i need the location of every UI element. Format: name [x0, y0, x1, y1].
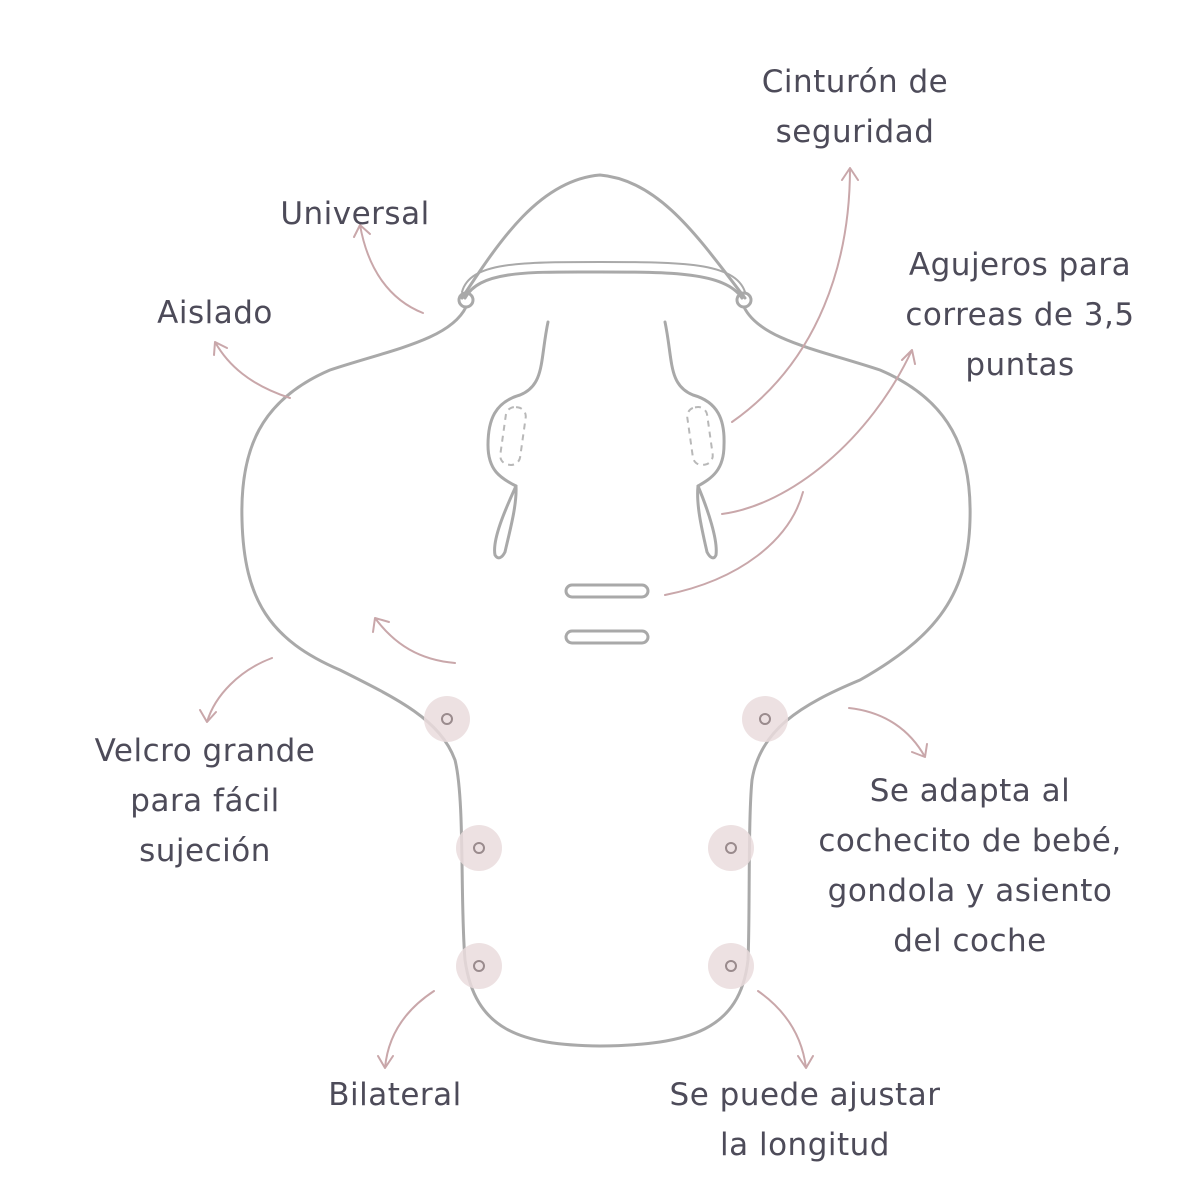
velcro-dot-icon — [708, 943, 754, 989]
arrow-icon — [731, 167, 859, 423]
label-aislado: Aislado — [130, 288, 300, 338]
arrow-icon — [721, 349, 916, 515]
label-line: Aislado — [157, 295, 273, 331]
velcro-dot-icon — [456, 825, 502, 871]
label-line: sujeción — [139, 833, 271, 869]
label-line: Universal — [280, 196, 430, 232]
arrow-icon — [664, 491, 804, 596]
label-velcro-grande: Velcro grande para fácil sujeción — [60, 726, 350, 876]
velcro-dot-icon — [708, 825, 754, 871]
label-universal: Universal — [255, 189, 455, 239]
label-agujeros-para-correas: Agujeros para correas de 3,5 puntas — [880, 240, 1160, 390]
label-line: correas de 3,5 — [905, 297, 1135, 333]
label-line: del coche — [893, 923, 1047, 959]
label-bilateral: Bilateral — [305, 1070, 485, 1120]
arrow-icon — [199, 657, 273, 723]
label-line: puntas — [965, 347, 1075, 383]
callout-arrows — [199, 167, 928, 1069]
arrow-icon — [213, 341, 291, 399]
label-line: Agujeros para — [908, 247, 1132, 283]
velcro-dot-icon — [424, 696, 470, 742]
label-line: para fácil — [130, 783, 280, 819]
label-line: Cinturón de — [761, 64, 949, 100]
label-line: Se puede ajustar — [669, 1077, 941, 1113]
arrow-icon — [353, 224, 424, 314]
shoulder-pads — [499, 406, 714, 466]
label-line: cochecito de bebé, — [818, 823, 1122, 859]
label-line: Velcro grande — [94, 733, 316, 769]
label-line: la longitud — [720, 1127, 890, 1163]
arrow-icon — [848, 707, 928, 758]
velcro-dot-icon — [742, 696, 788, 742]
arrow-icon — [372, 617, 456, 664]
label-line: gondola y asiento — [827, 873, 1113, 909]
label-line: seguridad — [775, 114, 935, 150]
label-se-adapta: Se adapta al cochecito de bebé, gondola … — [790, 766, 1150, 966]
label-cinturon-de-seguridad: Cinturón de seguridad — [735, 57, 975, 157]
label-line: Bilateral — [328, 1077, 462, 1113]
label-line: Se adapta al — [869, 773, 1071, 809]
velcro-dot-icon — [456, 943, 502, 989]
velcro-dots — [424, 696, 788, 989]
label-se-puede-ajustar: Se puede ajustar la longitud — [640, 1070, 970, 1170]
arrow-icon — [757, 990, 814, 1069]
arrow-icon — [377, 990, 435, 1069]
